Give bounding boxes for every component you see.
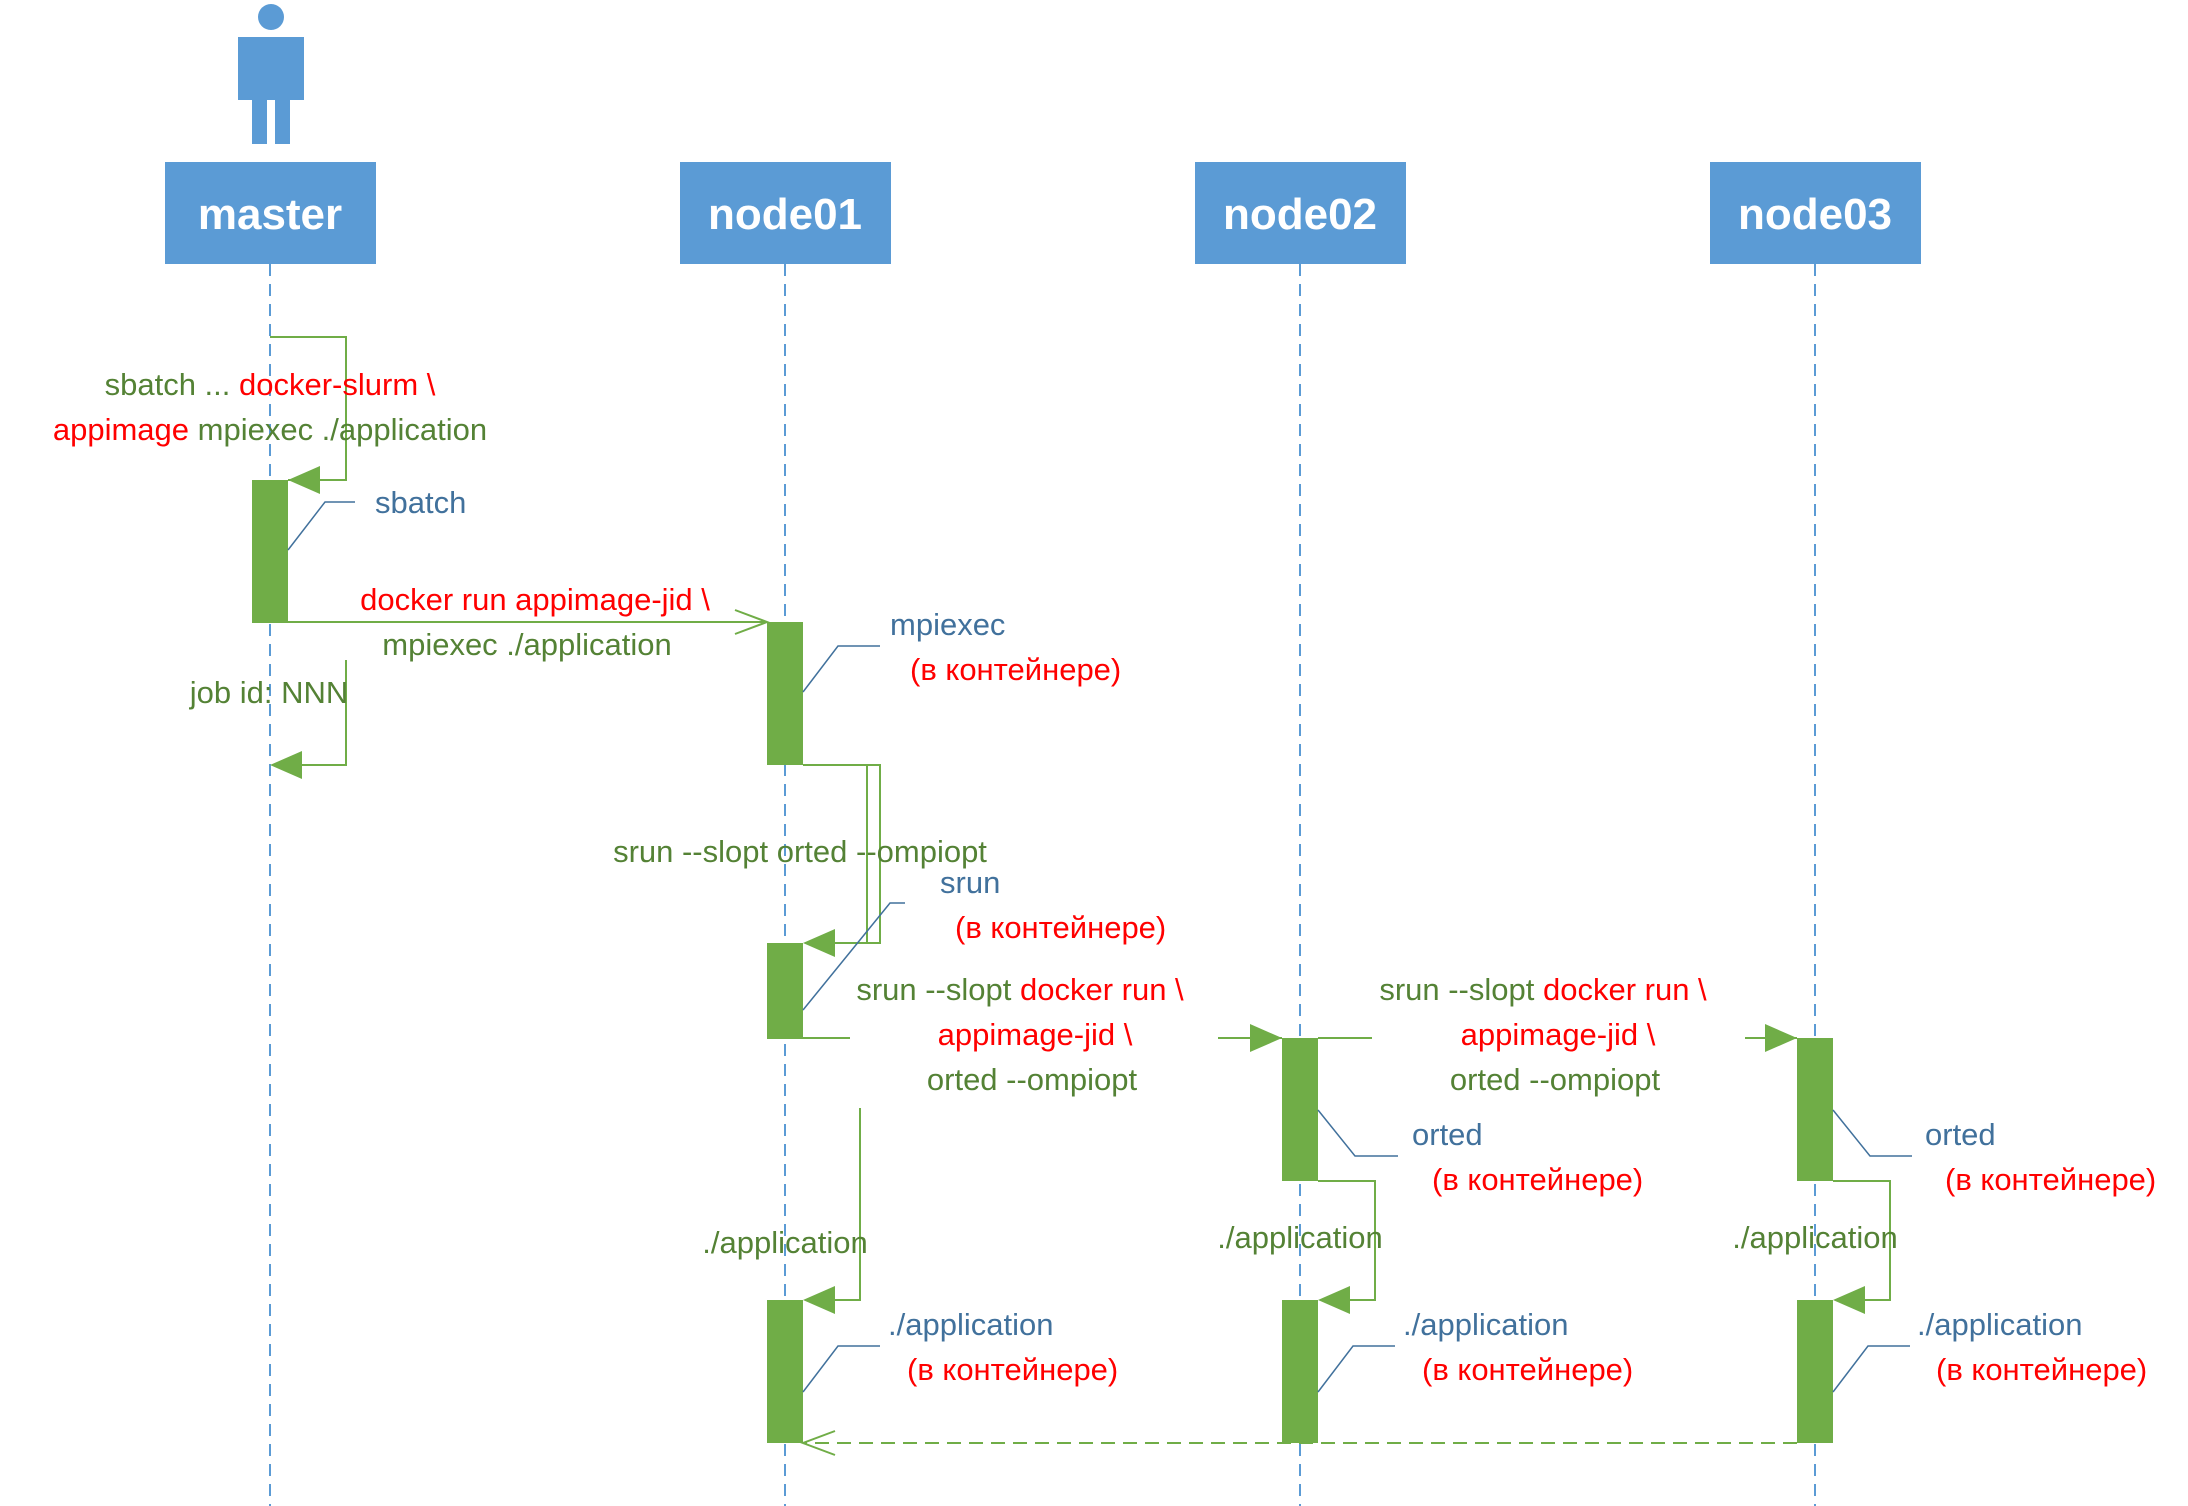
note-application-node03: ./application [1917,1307,2082,1342]
note-application-node03-container: (в контейнере) [1936,1352,2147,1387]
lifeline-label-master: master [198,190,342,239]
note-application-node01-container: (в контейнере) [907,1352,1118,1387]
notes: sbatch mpiexec (в контейнере) srun (в ко… [375,485,2156,1387]
activation-master-sbatch [252,480,288,623]
lifeline-label-node01: node01 [708,190,862,239]
label-srun-docker-node03-line3: orted --ompiopt [1450,1062,1661,1097]
note-mpiexec: mpiexec [890,607,1005,642]
note-application-node01: ./application [888,1307,1053,1342]
label-application-node03: ./application [1732,1220,1897,1255]
lifeline-label-node02: node02 [1223,190,1377,239]
note-application-node02-container: (в контейнере) [1422,1352,1633,1387]
arrowhead-application-node03 [1833,1286,1865,1314]
activation-node03-application [1797,1300,1833,1443]
note-srun: srun [940,865,1000,900]
label-srun-docker-node02-line2: appimage-jid \ [938,1017,1133,1052]
arrowhead-sbatch [288,466,320,494]
arrowhead-srun [803,929,835,957]
note-connectors [287,501,1912,1393]
label-srun-docker-node03-line1: srun --slopt docker run \ [1379,972,1707,1007]
label-srun-orted: srun --slopt orted --ompiopt [613,834,987,869]
activation-node01-srun [767,943,803,1039]
message-docker-run-arrowhead [734,609,770,635]
label-job-id: job id: NNN [189,675,349,710]
activation-node01-application [767,1300,803,1443]
label-srun-docker-node02-line3: orted --ompiopt [927,1062,1138,1097]
note-orted-node03-container: (в контейнере) [1945,1162,2156,1197]
person-icon [238,4,304,144]
note-orted-node03: orted [1925,1117,1996,1152]
note-orted-node02-container: (в контейнере) [1432,1162,1643,1197]
connector-application-node01 [802,1345,880,1393]
note-orted-node02: orted [1412,1117,1483,1152]
activation-node01-mpiexec [767,622,803,765]
note-application-node02: ./application [1403,1307,1568,1342]
note-sbatch: sbatch [375,485,466,520]
activations [252,480,1833,1443]
activation-node02-application [1282,1300,1318,1443]
label-srun-docker-node03-line2: appimage-jid \ [1461,1017,1656,1052]
message-application-node02-line [1318,1180,1376,1301]
label-submit-line1: sbatch ... docker-slurm \ [105,367,436,402]
lifeline-header-node02: node02 [1195,162,1406,264]
label-srun-docker-node02-line1: srun --slopt docker run \ [856,972,1184,1007]
messages [270,336,1891,1456]
connector-application-node02 [1317,1345,1395,1393]
label-submit-line2: appimage mpiexec ./application [53,412,487,447]
label-application-node01: ./application [702,1225,867,1260]
connector-sbatch [287,501,355,551]
lifeline-header-node01: node01 [680,162,891,264]
message-job-id-line [300,660,347,766]
message-application-node01-line [835,1108,861,1301]
connector-orted-node03 [1832,1109,1912,1157]
lifeline-label-node03: node03 [1738,190,1892,239]
activation-node02-orted [1282,1038,1318,1181]
note-srun-container: (в контейнере) [955,910,1166,945]
activation-node03-orted [1797,1038,1833,1181]
label-application-node02: ./application [1217,1220,1382,1255]
note-mpiexec-container: (в контейнере) [910,652,1121,687]
message-sbatch-line [270,336,347,481]
message-application-node03-line [1833,1180,1891,1301]
connector-mpiexec [802,645,880,693]
lifeline-header-master: master [165,162,376,264]
arrowhead-application-node01 [803,1286,835,1314]
arrowhead-job-id [270,751,302,779]
lifeline-header-node03: node03 [1710,162,1921,264]
arrowhead-node03 [1765,1024,1797,1052]
message-labels: sbatch ... docker-slurm \ appimage mpiex… [53,367,1898,1260]
label-docker-run-line1: docker run appimage-jid \ [360,582,710,617]
label-docker-run-line2: mpiexec ./application [382,627,672,662]
message-return-arrowhead [800,1430,836,1456]
connector-srun [802,902,905,1011]
arrowhead-application-node02 [1318,1286,1350,1314]
connector-orted-node02 [1317,1109,1398,1157]
arrowhead-node02 [1250,1024,1282,1052]
lifelines [269,264,1816,1506]
connector-application-node03 [1832,1345,1910,1393]
arrowheads [270,466,1865,1314]
